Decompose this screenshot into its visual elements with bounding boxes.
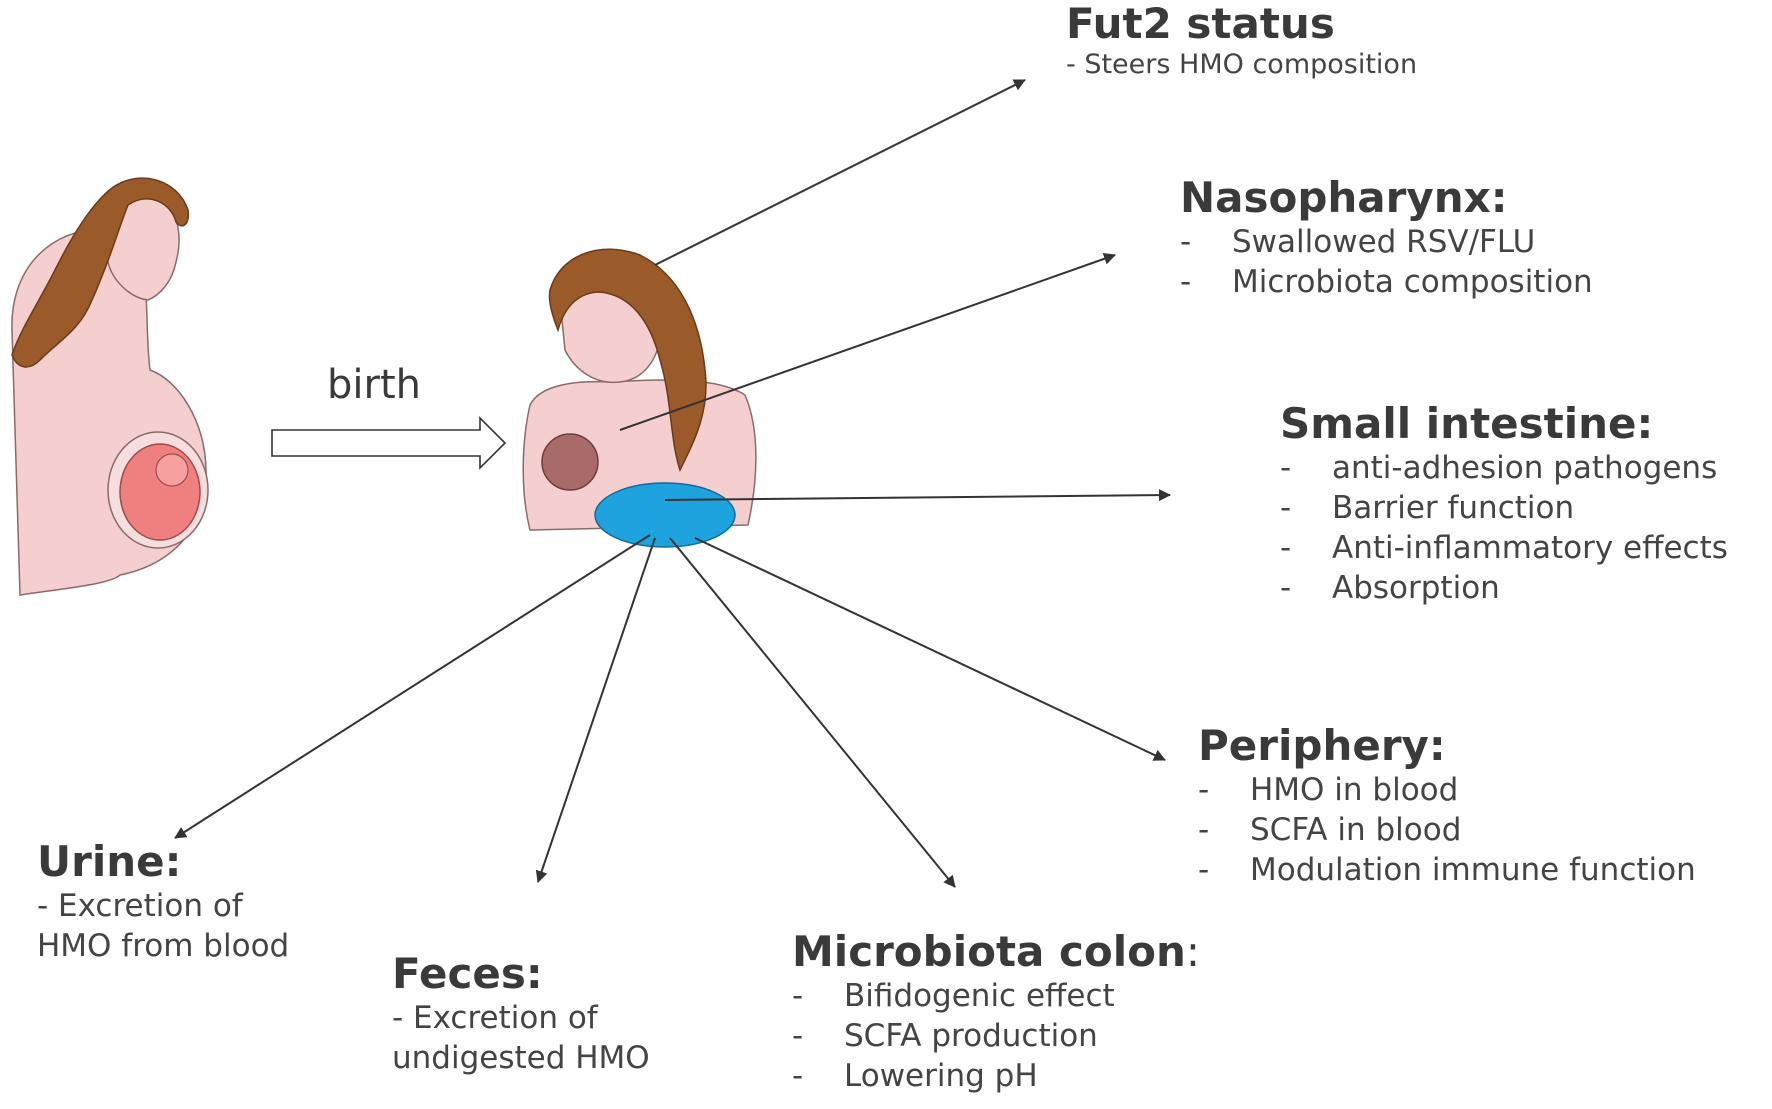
feces-node: Feces: - Excretion of undigested HMO	[392, 950, 650, 1078]
microbiota-colon-node: Microbiota colon: -Bifidogenic effect -S…	[792, 928, 1200, 1096]
birth-label: birth	[327, 362, 421, 408]
feces-title: Feces:	[392, 949, 543, 998]
small-intestine-item: -Barrier function	[1280, 490, 1575, 526]
pregnant-woman-hair	[11, 177, 190, 368]
arrow-to-urine	[174, 534, 651, 839]
urine-node: Urine: - Excretion of HMO from blood	[37, 838, 289, 966]
blanket	[594, 482, 736, 548]
arrow-to-small-intestine	[664, 489, 1171, 502]
nasopharynx-item: -Swallowed RSV/FLU	[1180, 224, 1536, 260]
fut2-status-node: Fut2 status - Steers HMO composition	[1066, 0, 1417, 82]
periphery-title: Periphery:	[1198, 721, 1446, 770]
fut2-status-item: - Steers HMO composition	[1066, 49, 1418, 80]
periphery-item: -Modulation immune function	[1198, 852, 1696, 888]
fetus-head	[155, 453, 189, 487]
arrow-to-fut2	[654, 79, 1026, 266]
feces-item: undigested HMO	[392, 1040, 650, 1076]
microbiota-colon-item: -SCFA production	[792, 1018, 1098, 1054]
fetus	[119, 443, 201, 541]
urine-item: HMO from blood	[37, 928, 290, 964]
nasopharynx-title: Nasopharynx:	[1180, 173, 1508, 222]
nasopharynx-node: Nasopharynx: -Swallowed RSV/FLU -Microbi…	[1180, 174, 1593, 302]
urine-title: Urine:	[37, 837, 182, 886]
periphery-item: -HMO in blood	[1198, 772, 1459, 808]
fut2-status-title: Fut2 status	[1066, 0, 1335, 48]
arrow-to-feces	[535, 537, 656, 883]
pregnant-woman-illustration	[11, 177, 209, 596]
microbiota-colon-title: Microbiota colon:	[792, 927, 1201, 976]
periphery-node: Periphery: -HMO in blood -SCFA in blood …	[1198, 722, 1696, 890]
periphery-item: -SCFA in blood	[1198, 812, 1462, 848]
small-intestine-item: -Anti-inflammatory effects	[1280, 530, 1728, 566]
small-intestine-item: -anti-adhesion pathogens	[1280, 450, 1718, 486]
small-intestine-item: -Absorption	[1280, 570, 1500, 606]
arrow-to-nasopharynx	[619, 253, 1116, 431]
arrow-to-microbiota-colon	[669, 537, 956, 888]
infant-head	[541, 433, 599, 491]
small-intestine-node: Small intestine: -anti-adhesion pathogen…	[1280, 400, 1728, 608]
mother-hair	[548, 248, 707, 472]
nursing-mother-illustration	[522, 248, 757, 548]
birth-arrow	[271, 416, 507, 470]
arrow-to-periphery	[694, 537, 1166, 761]
small-intestine-title: Small intestine:	[1280, 399, 1654, 448]
microbiota-colon-item: -Bifidogenic effect	[792, 978, 1115, 1014]
nasopharynx-item: -Microbiota composition	[1180, 264, 1593, 300]
urine-item: - Excretion of	[37, 888, 243, 924]
feces-item: - Excretion of	[392, 1000, 598, 1036]
microbiota-colon-item: -Lowering pH	[792, 1058, 1038, 1094]
pointer-arrows	[174, 79, 1171, 888]
